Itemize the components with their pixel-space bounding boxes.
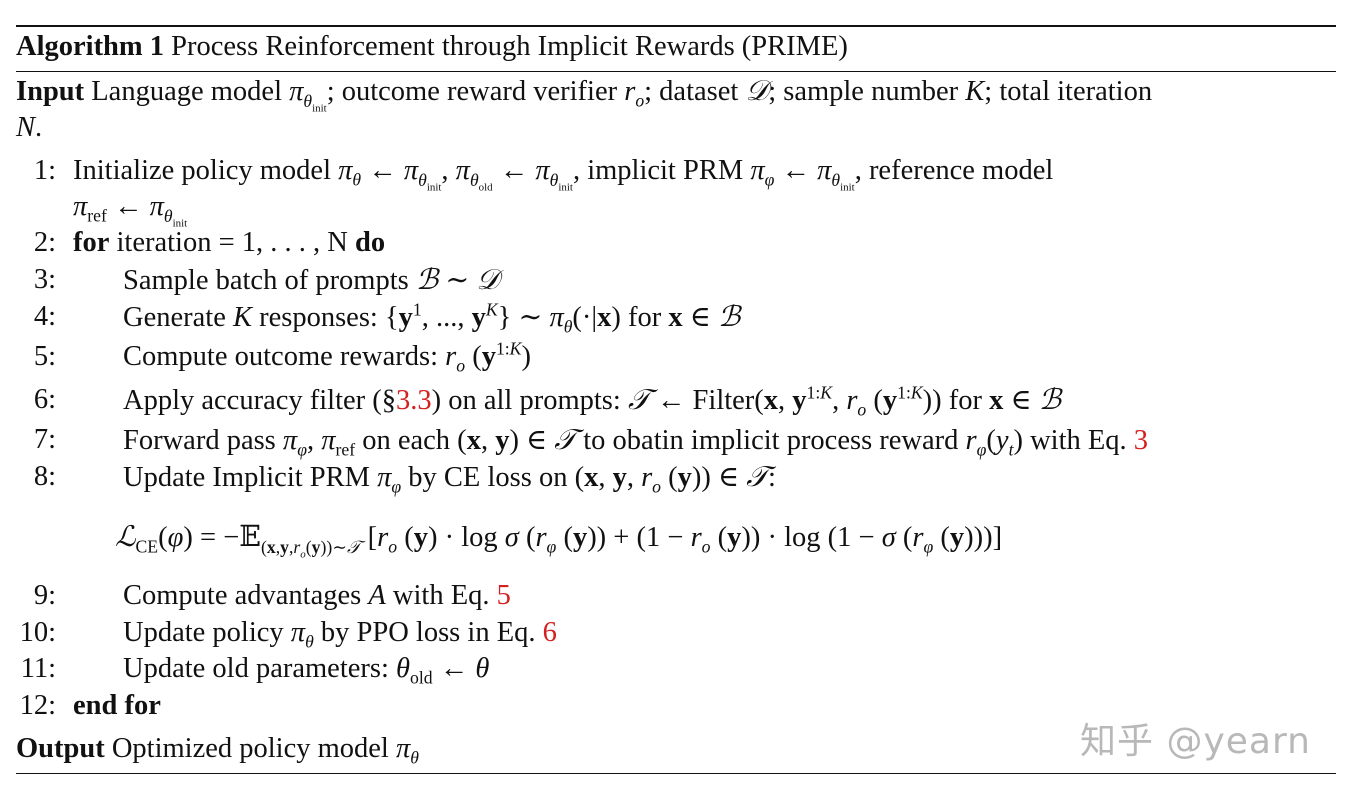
algorithm-title: Process Reinforcement through Implicit R… xyxy=(171,31,848,62)
step-12: end for xyxy=(73,690,161,721)
algorithm-caption: Algorithm 1 Process Reinforcement throug… xyxy=(16,30,848,64)
step-number: 5: xyxy=(33,341,56,372)
step-11: Update old parameters: θold ← θ xyxy=(123,653,490,688)
bottom-rule xyxy=(16,773,1336,774)
step-4: Generate K responses: {y1, ..., yK} ∼ πθ… xyxy=(123,299,741,337)
input-line: Input Language model πθinit; outcome rew… xyxy=(16,74,1153,115)
step-number: 9: xyxy=(33,580,56,611)
step-9: Compute advantages A with Eq. 5 xyxy=(123,580,511,611)
watermark: 知乎 @yearn xyxy=(1080,721,1311,762)
step-1: Initialize policy model πθ ← πθinit, πθo… xyxy=(73,155,1054,194)
step-number: 7: xyxy=(33,424,56,455)
eq-6-link[interactable]: 6 xyxy=(542,617,557,648)
input-line-2: N. xyxy=(16,112,43,143)
step-2: for iteration = 1, . . . , N do xyxy=(73,227,386,258)
step-number: 8: xyxy=(33,461,56,492)
step-number: 12: xyxy=(19,690,56,721)
step-3: Sample batch of prompts ℬ ∼ 𝒟 xyxy=(123,263,500,296)
step-number: 1: xyxy=(33,155,56,186)
step-number: 11: xyxy=(20,653,56,684)
top-rule xyxy=(16,25,1336,27)
step-5: Compute outcome rewards: ro (y1:K) xyxy=(123,338,531,376)
step-number: 10: xyxy=(19,617,56,648)
eq-3-link[interactable]: 3 xyxy=(1133,425,1149,456)
step-number: 2: xyxy=(33,227,56,258)
step-number: 3: xyxy=(33,264,56,295)
step-1-cont: πref ← πθinit xyxy=(73,191,188,230)
ce-loss-equation: ℒCE(φ) = −𝔼(x,y,ro(y))∼𝒯 [ro (y) · log σ… xyxy=(115,520,1003,561)
step-10: Update policy πθ by PPO loss in Eq. 6 xyxy=(123,617,557,652)
section-3-3-link[interactable]: 3.3 xyxy=(396,385,432,416)
caption-rule xyxy=(16,71,1336,72)
output-line: Output Optimized policy model πθ xyxy=(16,733,419,768)
eq-5-link[interactable]: 5 xyxy=(496,580,511,611)
step-number: 6: xyxy=(33,384,56,415)
step-7: Forward pass πφ, πref on each (x, y) ∈ 𝒯… xyxy=(123,423,1149,460)
step-6: Apply accuracy filter (§33.3) on all pro… xyxy=(123,382,1062,420)
algorithm-label: Algorithm 1 xyxy=(16,31,165,62)
step-number: 4: xyxy=(33,301,56,332)
step-8: Update Implicit PRM πφ by CE loss on (x,… xyxy=(123,460,776,497)
